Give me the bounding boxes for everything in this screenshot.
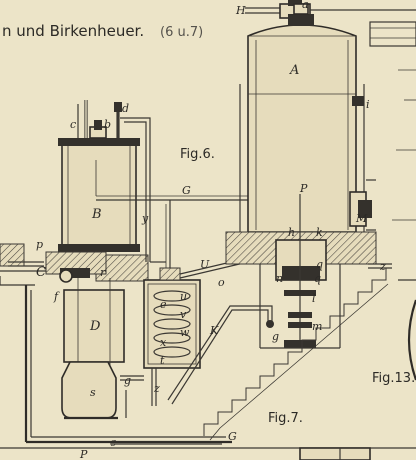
- label-b: b: [104, 118, 111, 131]
- label-a: a: [302, 0, 309, 11]
- label-x: x: [160, 336, 167, 349]
- label-y: y: [141, 212, 149, 225]
- staircase: [203, 268, 389, 441]
- label-m: m: [312, 320, 322, 333]
- label-z-2: z: [379, 260, 386, 273]
- label-u: u: [180, 290, 187, 303]
- label-s: s: [90, 386, 96, 399]
- label-b-upper: B: [91, 207, 102, 222]
- label-a-upper: A: [289, 63, 299, 78]
- label-v: v: [180, 308, 187, 321]
- label-f: f: [53, 290, 60, 303]
- coil-condenser: [143, 200, 201, 406]
- foundation-fig7: [225, 231, 392, 349]
- label-c-upper: C: [36, 265, 46, 280]
- fig13-label: Fig.13.: [372, 371, 415, 386]
- label-h: h: [288, 226, 295, 239]
- label-l: l: [312, 292, 316, 305]
- label-q: q: [314, 272, 321, 285]
- label-p-upper-2: P: [79, 448, 88, 460]
- label-w: w: [180, 326, 190, 339]
- label-r: r: [100, 266, 106, 279]
- label-p-upper: P: [299, 182, 308, 195]
- label-h-upper: H: [235, 4, 246, 17]
- label-c-2: c: [110, 436, 116, 449]
- label-z: z: [153, 382, 160, 395]
- label-g-upper: G: [182, 184, 191, 197]
- label-g: g: [124, 374, 131, 387]
- fig6-label: Fig.6.: [180, 147, 215, 162]
- floor-fig6: [0, 243, 232, 444]
- label-p: p: [36, 238, 43, 251]
- label-c: c: [70, 118, 76, 131]
- label-n: n: [276, 272, 283, 285]
- fig7-label: Fig.7.: [268, 411, 303, 426]
- right-edge-fig13: [392, 69, 416, 381]
- label-u-upper: U: [200, 258, 210, 271]
- header-title: n und Birkenheuer.: [2, 22, 144, 40]
- label-e: e: [160, 298, 167, 311]
- tank-a: [239, 3, 376, 256]
- label-q-2: q: [316, 258, 323, 271]
- header-figures: (6 u.7): [160, 25, 203, 40]
- label-i: i: [366, 98, 370, 111]
- label-t: t: [160, 354, 165, 367]
- label-m-upper: M: [355, 212, 368, 225]
- pipe-k: [167, 305, 274, 405]
- bottom-strip: [0, 443, 416, 460]
- label-o: o: [218, 276, 225, 289]
- label-g-2: g: [272, 330, 279, 343]
- label-g-upper-2: G: [228, 430, 237, 443]
- label-k-upper: K: [209, 324, 219, 337]
- vessel-d: [8, 251, 144, 420]
- label-k: k: [316, 226, 323, 239]
- tank-b: [58, 100, 166, 263]
- label-d-upper: D: [89, 319, 101, 334]
- label-d: d: [122, 102, 129, 115]
